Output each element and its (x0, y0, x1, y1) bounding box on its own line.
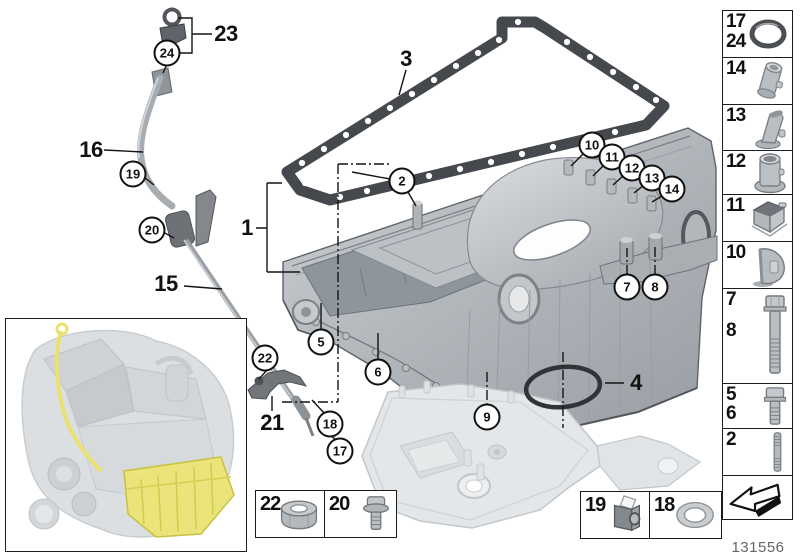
part-box-19-label: 19 (585, 494, 606, 516)
callout-24[interactable]: 24 (153, 39, 181, 67)
sidebar-label-24: 24 (726, 30, 746, 52)
callout-10-label: 10 (584, 137, 600, 153)
flange-bolt-icon (362, 496, 390, 530)
parts-sidebar: 17 24 14 13 12 (722, 10, 793, 520)
sidebar-box-5-6[interactable]: 5 6 (722, 382, 793, 430)
callout-8[interactable]: 8 (641, 273, 669, 301)
clip-nut-icon (613, 495, 641, 532)
callout-7-label: 7 (623, 279, 631, 295)
callout-14-label: 14 (664, 181, 680, 197)
sidebar-label-14: 14 (726, 57, 746, 79)
callout-8-label: 8 (651, 279, 659, 295)
sidebar-box-11[interactable]: 11 (722, 194, 793, 242)
callout-2-label: 2 (398, 173, 406, 189)
sidebar-box-12[interactable]: 12 (722, 149, 793, 196)
part-box-18[interactable]: 18 (649, 491, 722, 539)
direction-arrow-icon (729, 483, 782, 517)
sidebar-box-7-8[interactable]: 7 8 (722, 288, 793, 384)
part-box-18-label: 18 (654, 494, 675, 516)
callout-6-label: 6 (374, 364, 382, 380)
callout-23[interactable]: 23 (214, 21, 238, 46)
sidebar-box-2[interactable]: 2 (722, 428, 793, 476)
sidebar-label-12: 12 (726, 150, 746, 172)
callout-20-label: 20 (144, 222, 160, 238)
sidebar-label-10: 10 (726, 241, 746, 263)
callout-21[interactable]: 21 (260, 410, 284, 435)
callout-3[interactable]: 3 (400, 46, 412, 71)
callout-18-label: 18 (322, 416, 338, 432)
callout-17[interactable]: 17 (326, 437, 354, 465)
callout-6[interactable]: 6 (364, 358, 392, 386)
sidebar-label-11: 11 (726, 195, 745, 216)
callout-14[interactable]: 14 (658, 175, 686, 203)
baffle-box-icon (751, 201, 788, 237)
part-box-19[interactable]: 19 (580, 491, 650, 539)
callout-17-label: 17 (332, 443, 348, 459)
short-bolt-icon (763, 387, 787, 425)
callout-12-label: 12 (624, 160, 640, 176)
sidebar-box-arrow[interactable] (722, 474, 793, 520)
callout-4[interactable]: 4 (630, 370, 642, 395)
callout-22[interactable]: 22 (251, 344, 279, 372)
oil-pan-body-art (282, 127, 718, 437)
callout-5-label: 5 (317, 334, 325, 350)
callout-13-label: 13 (644, 170, 660, 186)
seal-ring-icon (676, 501, 714, 529)
o-ring-art (523, 364, 603, 410)
sidebar-box-10[interactable]: 10 (722, 240, 793, 290)
callout-18[interactable]: 18 (316, 410, 344, 438)
part-box-20-label: 20 (329, 493, 350, 515)
hex-nut-icon (280, 500, 318, 530)
part-box-20[interactable]: 20 (324, 490, 397, 538)
callout-5[interactable]: 5 (307, 328, 335, 356)
callout-15[interactable]: 15 (154, 271, 178, 296)
part-box-22-label: 22 (260, 493, 281, 515)
callout-7[interactable]: 7 (613, 273, 641, 301)
callout-24-label: 24 (159, 45, 175, 61)
callout-2[interactable]: 2 (388, 167, 416, 195)
stud-icon (773, 432, 782, 472)
sidebar-box-13[interactable]: 13 (722, 104, 793, 151)
callout-20[interactable]: 20 (138, 216, 166, 244)
sidebar-label-17: 17 (726, 11, 746, 32)
callout-9[interactable]: 9 (473, 403, 501, 431)
sidebar-label-2: 2 (726, 429, 737, 450)
callout-19[interactable]: 19 (119, 160, 147, 188)
sidebar-label-13: 13 (726, 105, 746, 126)
callout-9-label: 9 (483, 409, 491, 425)
sidebar-label-7: 7 (726, 289, 737, 310)
callout-19-label: 19 (125, 166, 141, 182)
guide-tube-icon (757, 61, 784, 99)
sidebar-label-6: 6 (726, 403, 737, 425)
o-ring-icon (749, 19, 787, 49)
sleeve-icon (754, 152, 786, 193)
oil-pan-gasket-art (281, 16, 670, 206)
sidebar-box-14[interactable]: 14 (722, 56, 793, 106)
callout-22-label: 22 (257, 350, 273, 366)
oil-duct-icon (755, 109, 786, 149)
callout-1[interactable]: 1 (241, 215, 253, 240)
sidebar-label-5: 5 (726, 383, 737, 405)
part-box-22[interactable]: 22 (255, 490, 325, 538)
engine-overview-thumbnail[interactable] (5, 318, 247, 552)
sidebar-label-8: 8 (726, 319, 737, 341)
sidebar-box-17-24[interactable]: 17 24 (722, 10, 793, 58)
engine-art (21, 322, 235, 538)
drawing-number: 131556 (731, 539, 785, 556)
callout-16[interactable]: 16 (79, 137, 103, 162)
callout-11-label: 11 (605, 149, 619, 165)
long-bolt-icon (763, 295, 787, 374)
cover-cap-icon (753, 248, 785, 287)
